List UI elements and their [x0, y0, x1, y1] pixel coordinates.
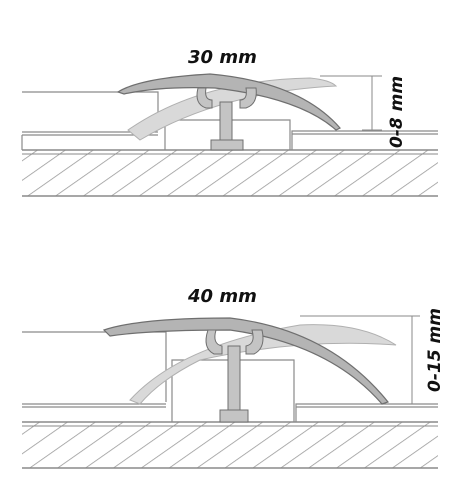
- profile-clip: [196, 87, 257, 151]
- profile-diagram-top: 30 mm 0-8 mm: [21, 47, 438, 197]
- floor-left-upper: [21, 91, 159, 150]
- profile-clip: [205, 329, 264, 423]
- subfloor-hatched: [22, 421, 438, 469]
- floor-right-lower: [291, 130, 438, 150]
- height-dimension-marker: [320, 75, 382, 131]
- width-label: 40 mm: [187, 286, 257, 307]
- height-label: 0-8 mm: [387, 76, 407, 148]
- subfloor-hatched: [22, 149, 438, 197]
- profile-cap: [102, 317, 390, 405]
- height-dimension-marker: [300, 315, 420, 405]
- height-label: 0-15 mm: [425, 308, 445, 392]
- width-label: 30 mm: [188, 47, 257, 68]
- floor-right-lower: [295, 403, 438, 422]
- profile-cap: [116, 73, 341, 131]
- profile-diagram-bottom: 40 mm 0-15 mm: [22, 286, 445, 469]
